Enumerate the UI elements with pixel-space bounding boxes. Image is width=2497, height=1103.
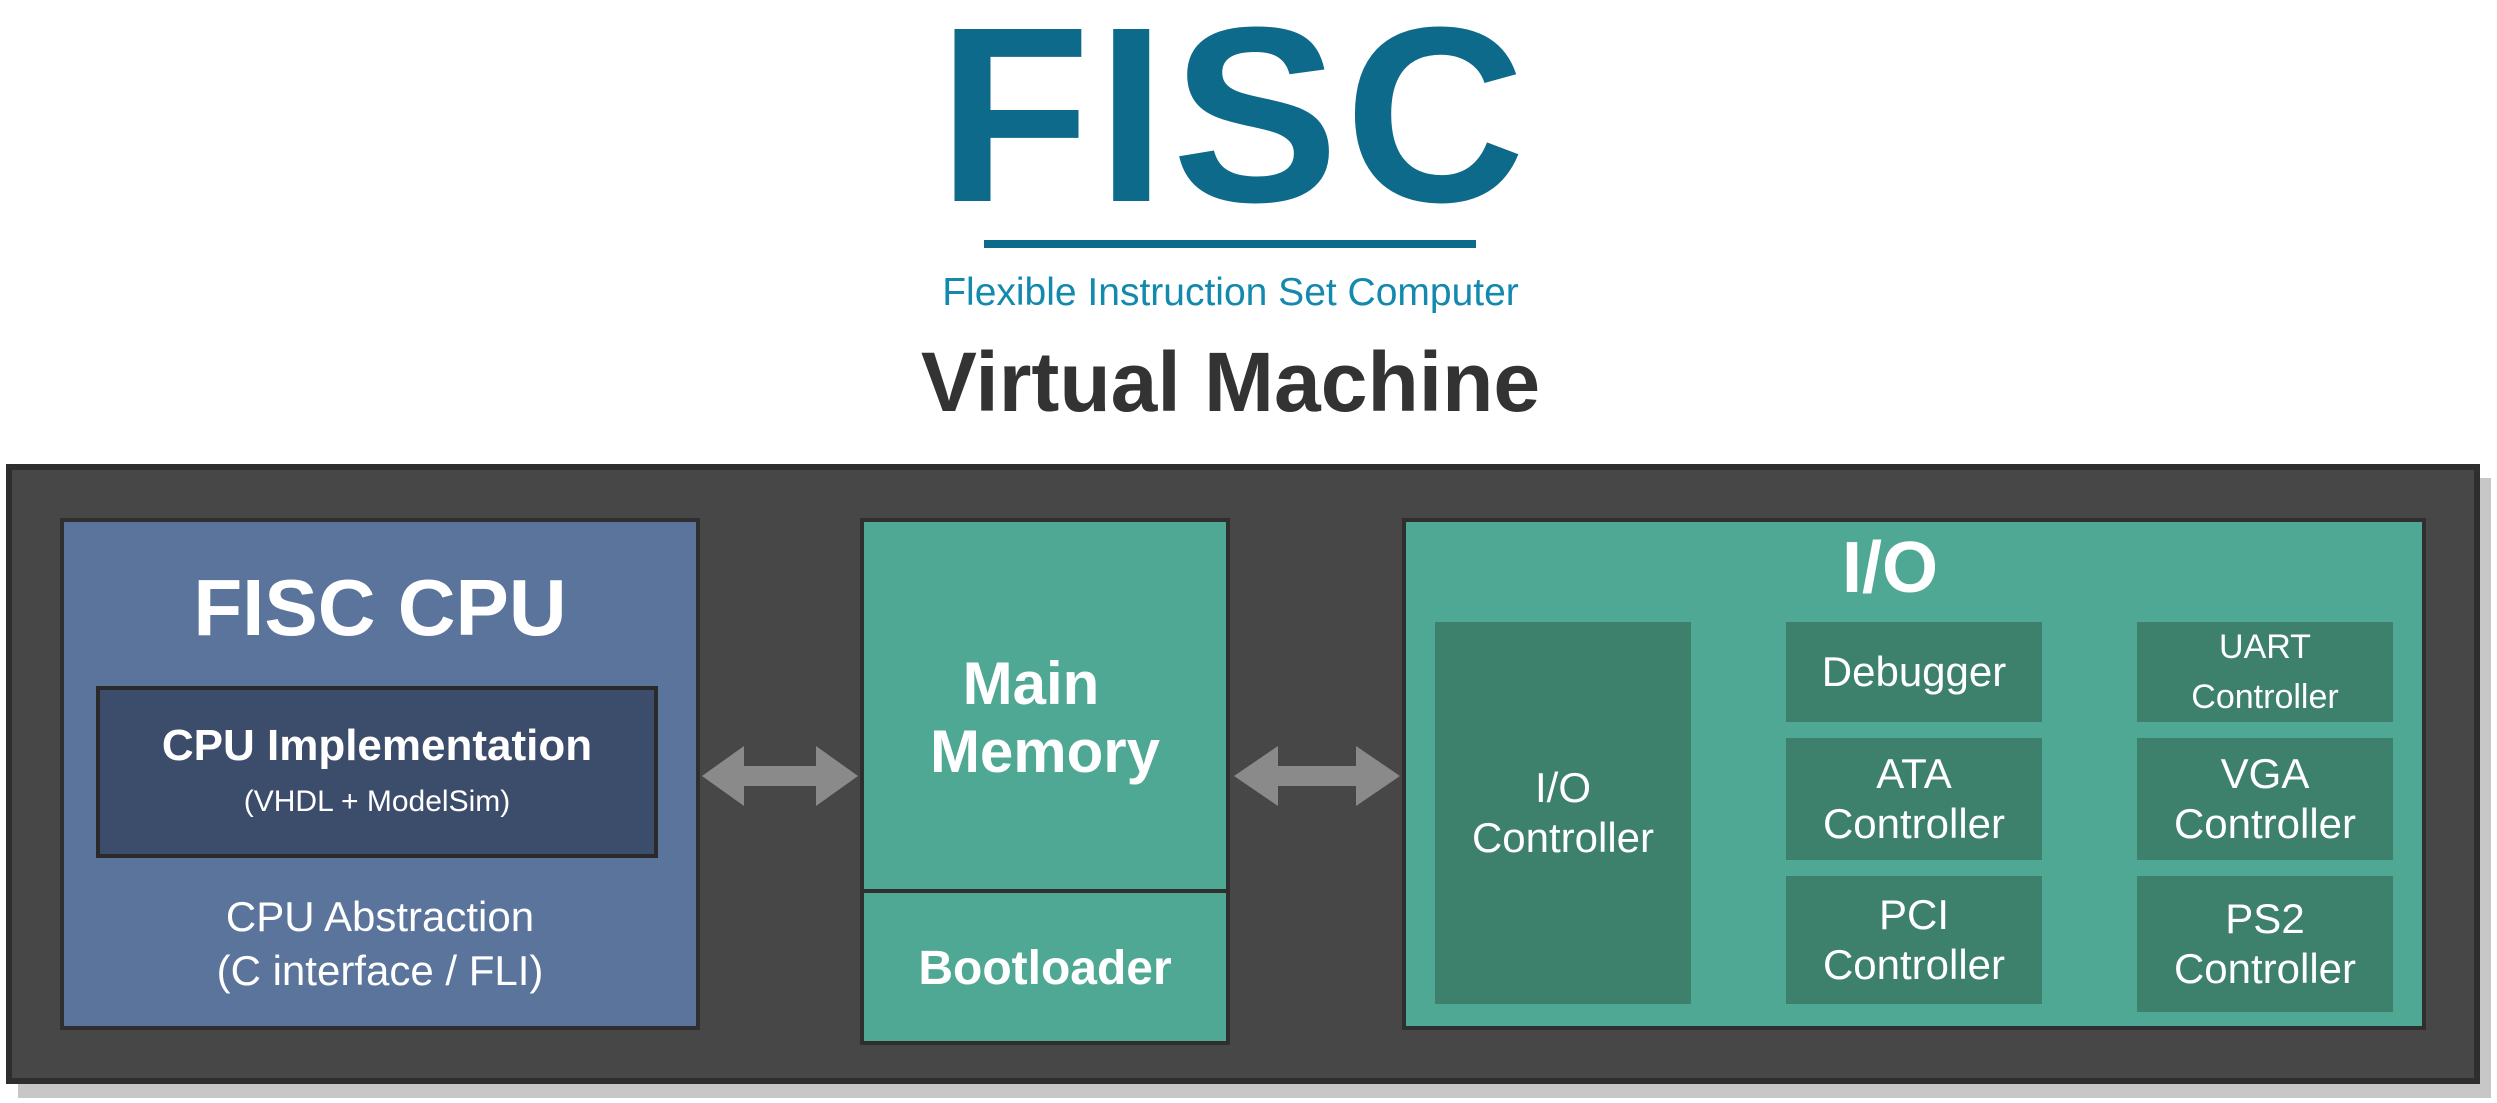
double-arrow-icon xyxy=(702,746,858,806)
ps2-controller: PS2 Controller xyxy=(2137,876,2393,1012)
main-memory-label: Main Memory xyxy=(929,650,1161,785)
ata-controller: ATA Controller xyxy=(1786,738,2042,860)
diagram-title: Virtual Machine xyxy=(920,335,1541,429)
pci-controller: PCI Controller xyxy=(1786,876,2042,1004)
logo-subtitle: Flexible Instruction Set Computer xyxy=(942,271,1519,314)
debugger: Debugger xyxy=(1786,622,2042,722)
logo-rule xyxy=(984,240,1476,248)
cpu-abstraction-interface: (C interface / FLI) xyxy=(216,947,544,994)
cpu-abstraction-label: CPU Abstraction xyxy=(225,893,535,940)
io-controller: I/O Controller xyxy=(1435,622,1691,1004)
double-arrow-icon xyxy=(1234,746,1400,806)
vga-controller: VGA Controller xyxy=(2137,738,2393,860)
main-memory-block xyxy=(860,518,1230,893)
io-title: I/O xyxy=(1841,528,1938,608)
cpu-title: FISC CPU xyxy=(193,563,567,652)
cpu-implementation-subtitle: (VHDL + ModelSim) xyxy=(243,785,511,818)
bootloader-label: Bootloader xyxy=(918,942,1172,995)
cpu-implementation-title: CPU Implementation xyxy=(161,721,593,770)
logo-title: FISC xyxy=(937,0,1532,254)
bootloader-block xyxy=(860,889,1230,1045)
cpu-implementation-block xyxy=(96,686,658,858)
uart-controller: UART Controller xyxy=(2137,622,2393,722)
